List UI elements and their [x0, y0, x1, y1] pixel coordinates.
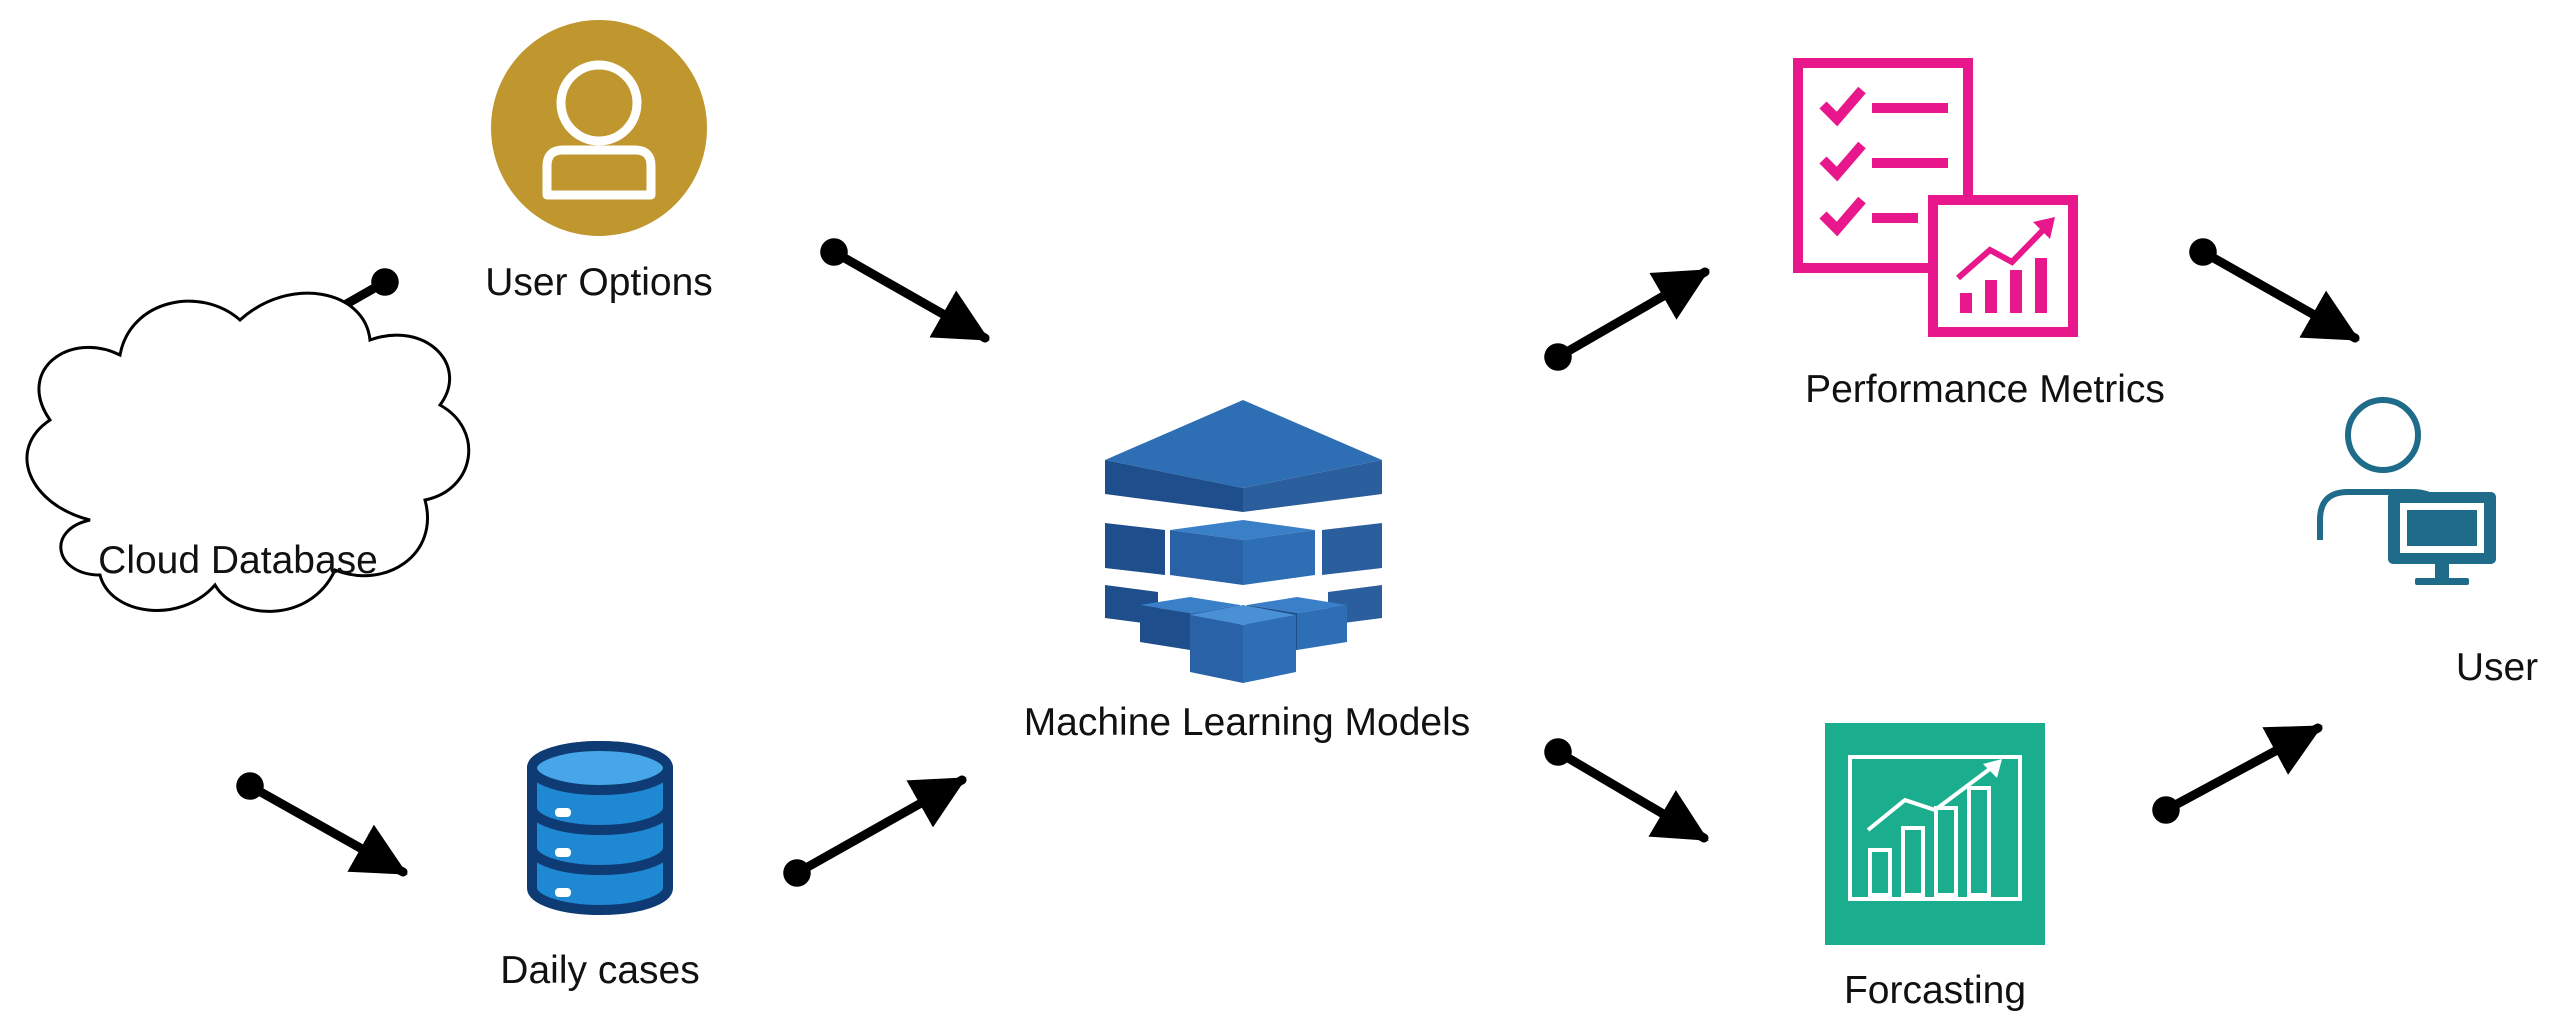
user-label: User — [2456, 646, 2538, 689]
checklist-chart-icon — [1793, 58, 2078, 337]
performance-metrics-label: Performance Metrics — [1805, 368, 2165, 411]
connectors — [233, 238, 2360, 887]
connector-user-options-to-ml-models — [820, 238, 990, 343]
forecasting-label: Forcasting — [1844, 969, 2026, 1012]
cloud-icon — [25, 291, 471, 613]
growth-chart-icon — [1825, 723, 2045, 945]
stacked-cubes-icon — [1105, 400, 1382, 683]
node-daily-cases[interactable]: Daily cases — [500, 741, 700, 992]
connector-performance-metrics-to-user — [2189, 238, 2360, 343]
node-user-options[interactable]: User Options — [485, 20, 713, 304]
user-options-label: User Options — [485, 261, 713, 304]
user-circle-icon — [491, 20, 707, 236]
cloud-database-label: Cloud Database — [98, 539, 378, 582]
node-user[interactable]: User — [2317, 397, 2538, 689]
database-icon — [527, 741, 673, 915]
node-forecasting[interactable]: Forcasting — [1825, 723, 2045, 1012]
node-ml-models[interactable]: Machine Learning Models — [1024, 400, 1471, 744]
node-cloud-database[interactable]: Cloud Database — [25, 291, 471, 613]
connector-ml-models-to-forecasting — [1544, 738, 1709, 843]
node-performance-metrics[interactable]: Performance Metrics — [1793, 58, 2165, 411]
ml-models-label: Machine Learning Models — [1024, 701, 1471, 744]
connector-forecasting-to-user — [2152, 723, 2323, 824]
connector-cloud-database-to-daily-cases — [236, 772, 408, 877]
daily-cases-label: Daily cases — [500, 949, 699, 992]
connector-ml-models-to-performance-metrics — [1544, 267, 1710, 371]
connector-daily-cases-to-ml-models — [783, 775, 967, 887]
user-computer-icon — [2317, 397, 2496, 585]
